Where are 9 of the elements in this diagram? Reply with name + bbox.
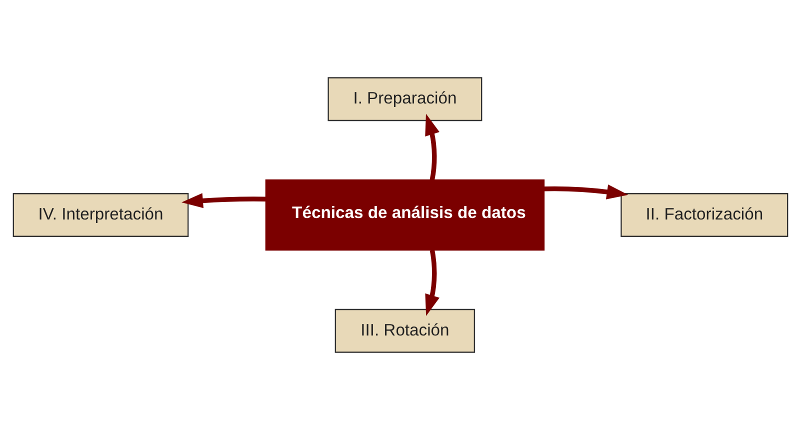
node-box: Técnicas de análisis de datos	[265, 179, 545, 251]
node-box: IV. Interpretación	[12, 193, 189, 237]
arrow	[425, 114, 440, 180]
arrow	[544, 184, 628, 200]
arrow	[182, 193, 266, 208]
arrow	[425, 250, 440, 316]
node-box: III. Rotación	[334, 308, 476, 353]
node-box: II. Factorización	[620, 193, 788, 237]
node-box: I. Preparación	[328, 77, 482, 122]
